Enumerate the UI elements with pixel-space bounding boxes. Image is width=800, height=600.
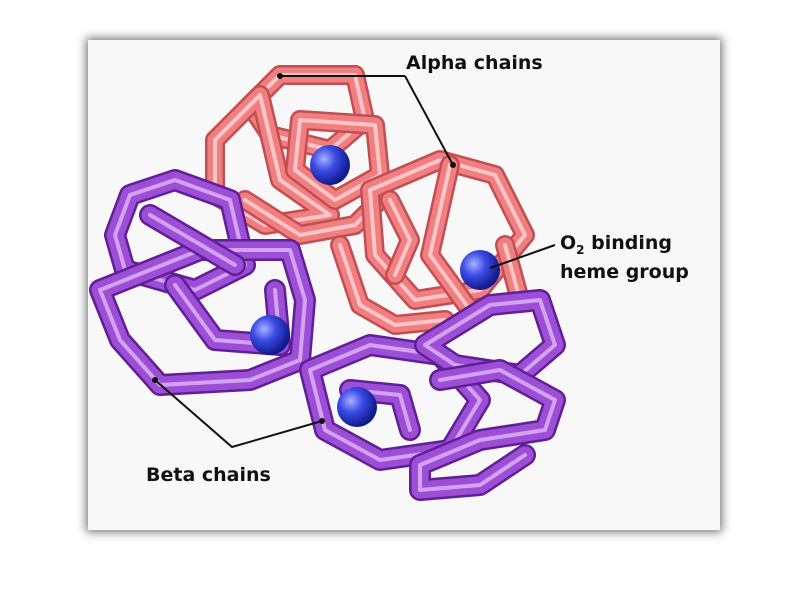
o2-symbol: O [560, 232, 577, 254]
heme-group-icon [460, 250, 500, 290]
beta-chain-1 [89, 169, 316, 396]
heme-leader-line [489, 244, 556, 269]
heme-groups [250, 145, 500, 427]
heme-group-icon [310, 145, 350, 185]
o2-binding-label: O2 binding [560, 231, 672, 257]
heme-group-label: heme group [560, 261, 689, 283]
alpha-leader-line [404, 75, 454, 166]
alpha-chain-2 [330, 150, 535, 335]
heme-group-icon [250, 315, 290, 355]
leader-lines [154, 75, 556, 449]
o2-subscript: 2 [576, 243, 585, 257]
beta-chains [89, 169, 566, 501]
beta-leader-line [154, 379, 323, 449]
o2-binding-text: binding [584, 232, 673, 254]
alpha-chains-label: Alpha chains [406, 52, 543, 74]
heme-group-icon [337, 387, 377, 427]
beta-chains-label: Beta chains [146, 464, 271, 486]
beta-chain-2 [299, 289, 566, 501]
leader-endpoints [152, 73, 456, 424]
